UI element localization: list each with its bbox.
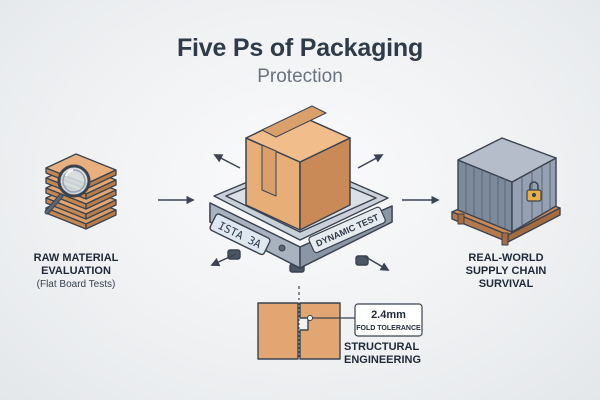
fold-tolerance-callout: 2.4mm FOLD TOLERANCE: [354, 303, 423, 337]
shipping-container-icon: [451, 137, 561, 246]
burst-arrows: [210, 154, 390, 271]
fold-sample-icon: [257, 302, 341, 360]
raw-material-note: (Flat Board Tests): [36, 279, 116, 290]
raw-material-line2: EVALUATION: [41, 265, 111, 277]
supply-chain-line1: REAL-WORLD: [468, 252, 544, 264]
svg-text:FOLD TOLERANCE: FOLD TOLERANCE: [356, 325, 421, 332]
scale-button[interactable]: [278, 244, 286, 252]
structural-label: STRUCTURAL ENGINEERING: [344, 341, 444, 367]
diagram-title: Five Ps of Packaging: [176, 34, 424, 62]
supply-chain-line2: SUPPLY CHAIN: [465, 265, 547, 277]
diagram-subtitle: Protection: [257, 66, 343, 87]
svg-text:2.4mm: 2.4mm: [371, 309, 406, 321]
container-ribs: [465, 162, 551, 228]
magnifier-icon: [44, 164, 91, 215]
measure-dot: [307, 315, 313, 321]
raw-material-line1: RAW MATERIAL: [33, 252, 119, 264]
padlock-icon: [526, 181, 542, 202]
structural-line2: ENGINEERING: [344, 354, 422, 366]
supply-chain-line3: SURVIVAL: [478, 278, 534, 290]
supply-chain-label: REAL-WORLD SUPPLY CHAIN SURVIVAL: [446, 252, 566, 291]
cardboard-box-icon: [245, 105, 351, 231]
structural-line1: STRUCTURAL: [344, 341, 420, 353]
raw-material-label: RAW MATERIAL EVALUATION (Flat Board Test…: [16, 252, 136, 291]
